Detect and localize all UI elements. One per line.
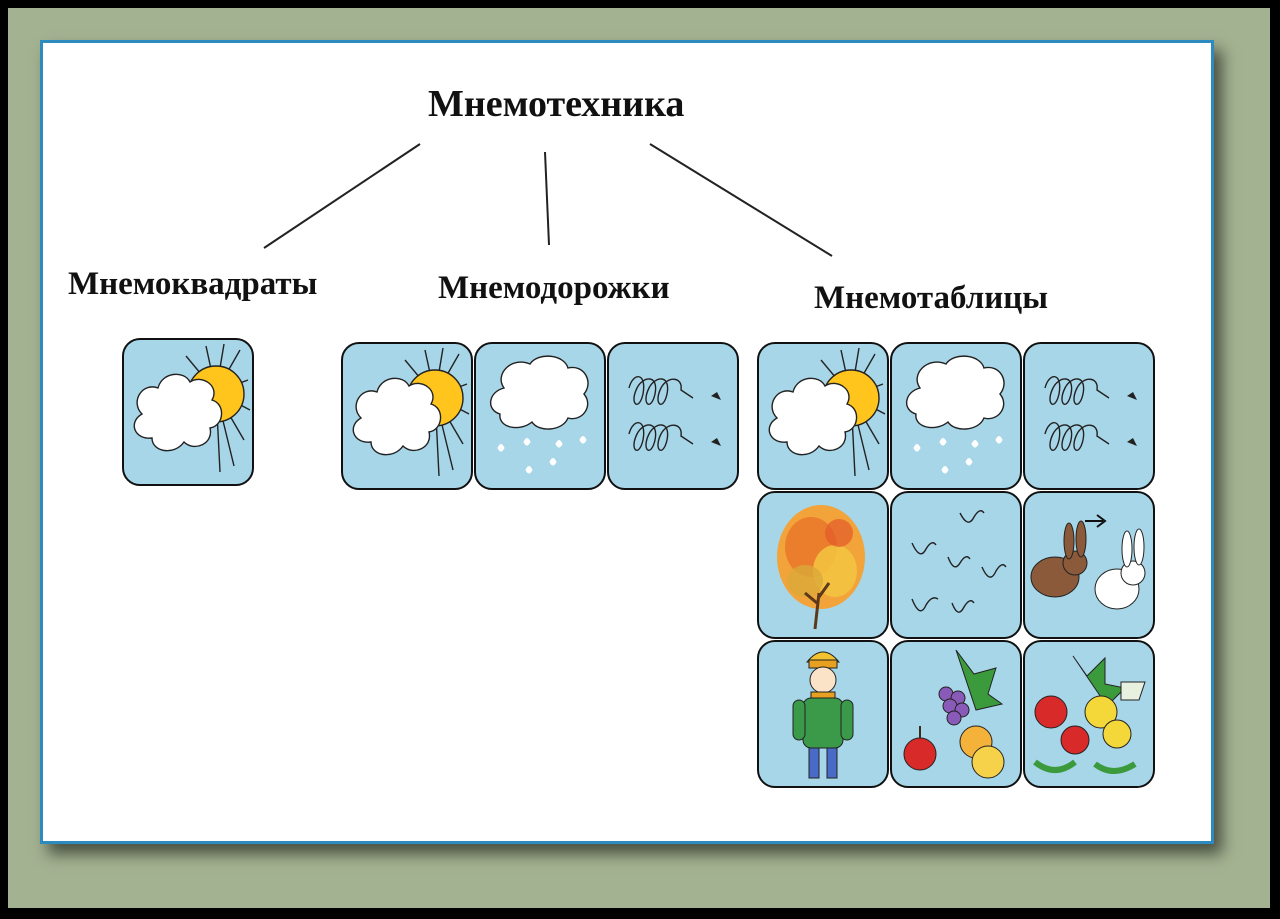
rain-cloud-icon	[906, 355, 1005, 474]
tile-rain-cloud	[890, 342, 1022, 490]
connector-tables	[649, 143, 833, 257]
fruits-icon	[903, 649, 1005, 779]
sun-cloud-icon	[352, 347, 470, 477]
tile-birds	[890, 491, 1022, 639]
tile-sun-cloud	[757, 342, 889, 490]
sun-cloud-icon	[768, 347, 886, 477]
wind-icon	[628, 376, 721, 451]
branch-title-squares: Мнемоквадраты	[68, 266, 318, 302]
tile-wind	[1023, 342, 1155, 490]
brown-hare	[1030, 520, 1088, 598]
tile-hare-change	[1023, 491, 1155, 639]
vegetables-icon	[1033, 655, 1146, 774]
autumn-tree-icon	[777, 505, 865, 630]
tile-rain-cloud	[474, 342, 606, 490]
root-title: Мнемотехника	[428, 83, 685, 125]
tile-wind	[607, 342, 739, 490]
connector-squares	[263, 143, 421, 249]
tile-sun-cloud	[341, 342, 473, 490]
white-hare	[1094, 528, 1146, 610]
tile-child-warm-clothes	[757, 640, 889, 788]
wind-icon	[1044, 376, 1137, 451]
birds-icon	[911, 510, 1007, 613]
tile-autumn-tree	[757, 491, 889, 639]
connector-tracks	[544, 151, 550, 246]
hare-change-icon	[1030, 514, 1146, 610]
sun-cloud-icon	[133, 343, 251, 473]
rain-cloud-icon	[490, 355, 589, 474]
branch-title-tables: Мнемотаблицы	[814, 280, 1049, 316]
branch-title-tracks: Мнемодорожки	[438, 270, 670, 306]
tile-sun-cloud	[122, 338, 254, 486]
tile-fruits	[890, 640, 1022, 788]
tile-vegetables	[1023, 640, 1155, 788]
child-warm-clothes-icon	[792, 651, 854, 779]
